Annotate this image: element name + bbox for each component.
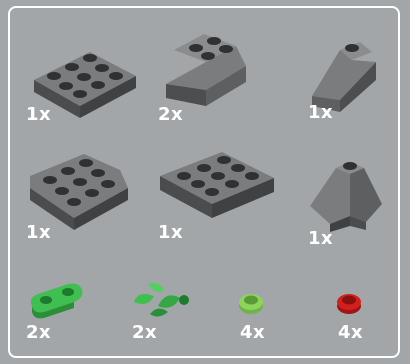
quantity-label: 2x: [132, 324, 157, 342]
parts-list-panel: 1x 2x 1x: [8, 6, 400, 358]
quantity-label: 4x: [338, 324, 363, 342]
part-item: 1x: [306, 154, 386, 250]
quantity-label: 2x: [26, 324, 51, 342]
part-item: 2x: [128, 278, 198, 348]
quantity-label: 2x: [158, 106, 183, 124]
round-plate-1x1-icon: [334, 290, 364, 316]
plate-3x3-icon: [156, 146, 276, 226]
part-item: 1x: [306, 34, 386, 130]
round-plate-1x1-icon: [236, 290, 266, 316]
part-item: 1x: [24, 34, 134, 130]
quantity-label: 1x: [26, 106, 51, 124]
slope-2x2-icon: [156, 26, 256, 116]
quantity-label: 1x: [308, 230, 333, 248]
plate-1x2-rounded-icon: [24, 282, 94, 322]
quantity-label: 4x: [240, 324, 265, 342]
plant-leaves-icon: [128, 278, 198, 324]
part-item: 1x: [24, 146, 134, 246]
quantity-label: 1x: [308, 104, 333, 122]
part-item: 2x: [156, 26, 256, 130]
plate-2x3-icon: [24, 34, 134, 114]
quantity-label: 1x: [158, 224, 183, 242]
part-item: 1x: [156, 146, 276, 246]
part-item: 4x: [236, 290, 286, 348]
quantity-label: 1x: [26, 224, 51, 242]
part-item: 2x: [24, 282, 94, 348]
wedge-plate-icon: [24, 146, 134, 226]
part-item: 4x: [334, 290, 384, 348]
slope-double-convex-icon: [306, 154, 386, 234]
